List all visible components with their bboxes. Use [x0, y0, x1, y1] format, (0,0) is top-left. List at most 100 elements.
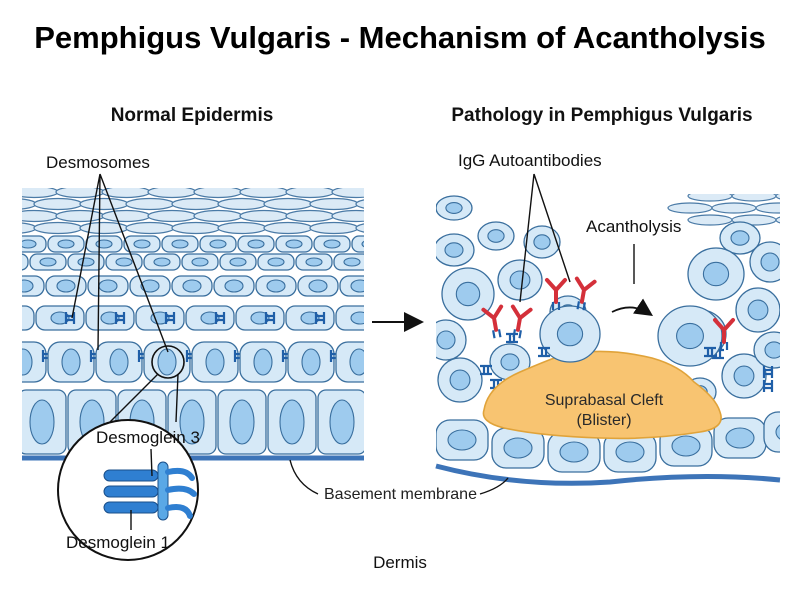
normal-epidermis-tissue [1, 188, 416, 455]
cornified-cell [775, 214, 780, 226]
cell-nucleus [361, 240, 364, 248]
cornified-cell [731, 190, 777, 202]
cell-nucleus [760, 252, 780, 272]
igg-antibodies [481, 276, 735, 350]
cell-nucleus [98, 279, 118, 293]
desmosome-icon [480, 364, 492, 376]
pathology-tissue [436, 190, 780, 473]
cornified-cell [687, 214, 733, 226]
desmosome-icon [114, 312, 126, 324]
cell-nucleus [349, 348, 364, 376]
cell-nucleus [95, 239, 113, 249]
cell-nucleus [61, 348, 81, 376]
cell-nucleus [615, 441, 645, 463]
cell-nucleus [533, 234, 551, 250]
cell-nucleus [140, 279, 160, 293]
desmoglein3-label: Desmoglein 3 [96, 428, 200, 447]
cell-nucleus [39, 257, 57, 267]
cell-nucleus [77, 257, 95, 267]
cornified-cell [331, 188, 364, 199]
cornified-cell [171, 221, 221, 235]
desmosome-icon [64, 312, 76, 324]
cell-nucleus [447, 429, 477, 451]
cornified-cell [355, 199, 364, 209]
cell-nucleus [449, 369, 471, 391]
cell-nucleus [22, 348, 33, 376]
cell-nucleus [229, 399, 255, 445]
cornified-cell [125, 197, 175, 211]
cell-nucleus [676, 322, 704, 350]
cell-nucleus [380, 400, 404, 444]
antibody-icon [545, 278, 567, 310]
cell-nucleus [115, 257, 133, 267]
desmosomes-label: Desmosomes [46, 153, 150, 172]
cell-nucleus [56, 279, 76, 293]
cleft-label-line2: (Blister) [576, 412, 631, 429]
cell-nucleus [109, 348, 129, 376]
cell-nucleus [764, 341, 780, 359]
cell-nucleus [436, 330, 456, 350]
desmosome-icon [264, 312, 276, 324]
cell-nucleus [209, 239, 227, 249]
basement-membrane-right [435, 463, 781, 486]
cell-nucleus [205, 348, 225, 376]
desmosome-icon [214, 312, 226, 324]
cornified-cell [193, 209, 243, 223]
granular-cell [351, 235, 364, 253]
cell-nucleus [1, 312, 19, 324]
cell-nucleus [285, 239, 303, 249]
cell-nucleus [133, 239, 151, 249]
desmosome-icon [704, 346, 716, 358]
cell-nucleus [329, 399, 355, 445]
cornified-cell [33, 197, 83, 211]
cell-nucleus [775, 421, 780, 443]
cell-nucleus [22, 239, 37, 249]
cell-nucleus [191, 257, 209, 267]
cell-nucleus [279, 399, 305, 445]
cornified-cell [309, 197, 359, 211]
cell-nucleus [556, 321, 584, 347]
antibody-icon [510, 304, 533, 339]
cell-nucleus [300, 311, 320, 325]
desmosome-icon [314, 312, 326, 324]
cornified-cell [22, 209, 59, 223]
cell-nucleus [725, 427, 755, 449]
cornified-cell [331, 209, 364, 223]
cell-nucleus [444, 242, 464, 258]
cell-nucleus [747, 299, 769, 321]
acantholysis-arrow-icon [611, 298, 653, 316]
desmosomes-leader [71, 173, 169, 353]
cornified-cell [22, 198, 37, 210]
cell-nucleus [730, 230, 750, 246]
cell-nucleus [200, 311, 220, 325]
cell-nucleus [487, 229, 505, 243]
igg-autoantibodies-label: IgG Autoantibodies [458, 151, 602, 170]
desmosome-icon [506, 332, 518, 344]
cell-nucleus [733, 365, 755, 387]
acantholysis-label: Acantholysis [586, 217, 681, 236]
cell-nucleus [229, 257, 247, 267]
cell-nucleus [247, 239, 265, 249]
spinous-cell [22, 305, 35, 331]
cornified-cell [33, 221, 83, 235]
desmosome-icon [762, 366, 774, 378]
desmoglein3-leader [150, 448, 153, 477]
cell-nucleus [350, 279, 364, 293]
cornified-cell [355, 223, 364, 233]
cell-nucleus [323, 239, 341, 249]
cornified-cell [263, 221, 313, 235]
basement-membrane-leader-left [289, 459, 319, 495]
cell-nucleus [50, 311, 70, 325]
cell-nucleus [500, 353, 520, 371]
cornified-cell [22, 188, 59, 199]
cell-nucleus [267, 257, 285, 267]
cell-nucleus [250, 311, 270, 325]
cornified-cell [775, 190, 780, 202]
desmoglein-inset: Desmoglein 3 Desmoglein 1 [57, 419, 200, 561]
cell-nucleus [301, 348, 321, 376]
cornified-cell [171, 197, 221, 211]
cornified-cell [285, 188, 335, 199]
antibody-icon [481, 304, 504, 339]
basal-cell [368, 390, 416, 454]
